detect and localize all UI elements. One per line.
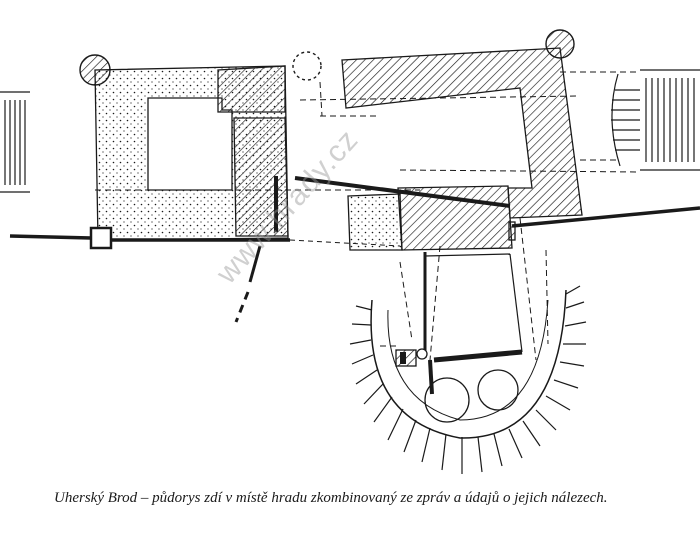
corner-towers xyxy=(79,29,575,250)
right-wing-hatched xyxy=(341,47,583,251)
figure-caption: Uherský Brod – půdorys zdí v místě hradu… xyxy=(54,490,608,506)
reconstruction-lines xyxy=(95,71,641,361)
moat xyxy=(349,285,587,474)
right-rampart xyxy=(611,69,700,171)
left-rampart xyxy=(0,91,30,193)
castle-floor-plan xyxy=(0,29,700,474)
perimeter-walls xyxy=(9,176,700,323)
outwork-walls xyxy=(395,252,523,395)
wells xyxy=(416,348,519,423)
